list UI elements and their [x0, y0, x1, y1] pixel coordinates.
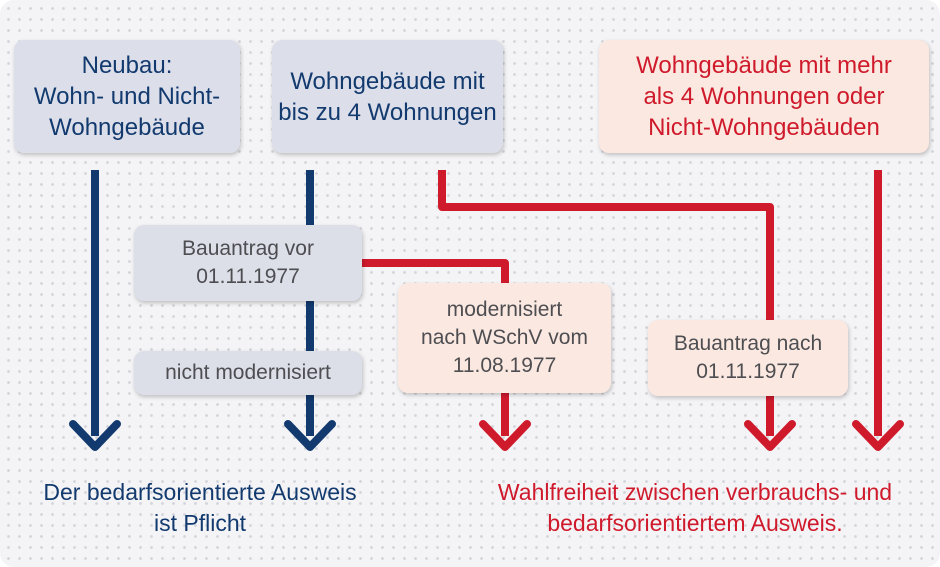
arrowhead-wohn-mehr-4 [852, 420, 904, 451]
box-nicht-modernisiert-line-1: nicht modernisiert [165, 361, 331, 384]
result-wahlfreiheit-line-2: bedarfsorientiertem Ausweis. [547, 510, 843, 536]
box-neubau-line-2: Wohn- und Nicht- [33, 83, 221, 110]
arrowhead-modernisiert [479, 420, 531, 451]
box-bauantrag-vor-line-1: Bauantrag vor [182, 237, 314, 260]
box-modernisiert: modernisiert nach WSchV vom 11.08.1977 [398, 283, 611, 393]
box-wohngebaeude-bis-4: Wohngebäude mit bis zu 4 Wohnungen [272, 40, 503, 153]
box-bauantrag-nach-line-2: 01.11.1977 [696, 360, 800, 383]
result-pflicht: Der bedarfsorientierte Ausweis ist Pflic… [20, 477, 380, 539]
box-modernisiert-line-1: modernisiert [446, 298, 563, 321]
result-pflicht-line-1: Der bedarfsorientierte Ausweis [43, 479, 357, 505]
box-wohngebaeude-mehr-4-line-1: Wohngebäude mit mehr [636, 52, 892, 79]
box-wohngebaeude-mehr-4: Wohngebäude mit mehr als 4 Wohnungen ode… [599, 40, 929, 153]
box-wohngebaeude-mehr-4-line-3: Nicht-Wohngebäuden [648, 114, 880, 141]
box-wohngebaeude-bis-4-line-1: Wohngebäude mit [290, 67, 485, 95]
arrowhead-bauantrag-nach [744, 420, 796, 451]
box-modernisiert-line-3: 11.08.1977 [452, 354, 557, 377]
box-wohngebaeude-bis-4-line-2: bis zu 4 Wohnungen [278, 98, 497, 126]
box-neubau-line-3: Wohngebäude [49, 114, 205, 141]
box-neubau-line-1: Neubau: [81, 52, 173, 79]
box-wohngebaeude-mehr-4-line-2: als 4 Wohnungen oder [643, 83, 885, 110]
box-bauantrag-nach: Bauantrag nach 01.11.1977 [648, 320, 848, 396]
box-nicht-modernisiert: nicht modernisiert [134, 351, 362, 395]
result-wahlfreiheit-line-1: Wahlfreiheit zwischen verbrauchs- und [497, 479, 893, 505]
box-neubau: Neubau: Wohn- und Nicht- Wohngebäude [14, 40, 240, 153]
result-pflicht-line-2: ist Pflicht [153, 510, 247, 536]
result-wahlfreiheit: Wahlfreiheit zwischen verbrauchs- und be… [470, 477, 920, 539]
box-bauantrag-vor-line-2: 01.11.1977 [196, 265, 300, 288]
box-bauantrag-nach-line-1: Bauantrag nach [673, 332, 823, 355]
arrowhead-wohn-bis-4 [284, 420, 336, 451]
arrowhead-neubau [69, 420, 121, 451]
box-bauantrag-vor: Bauantrag vor 01.11.1977 [134, 225, 362, 301]
box-modernisiert-line-2: nach WSchV vom [421, 326, 588, 349]
